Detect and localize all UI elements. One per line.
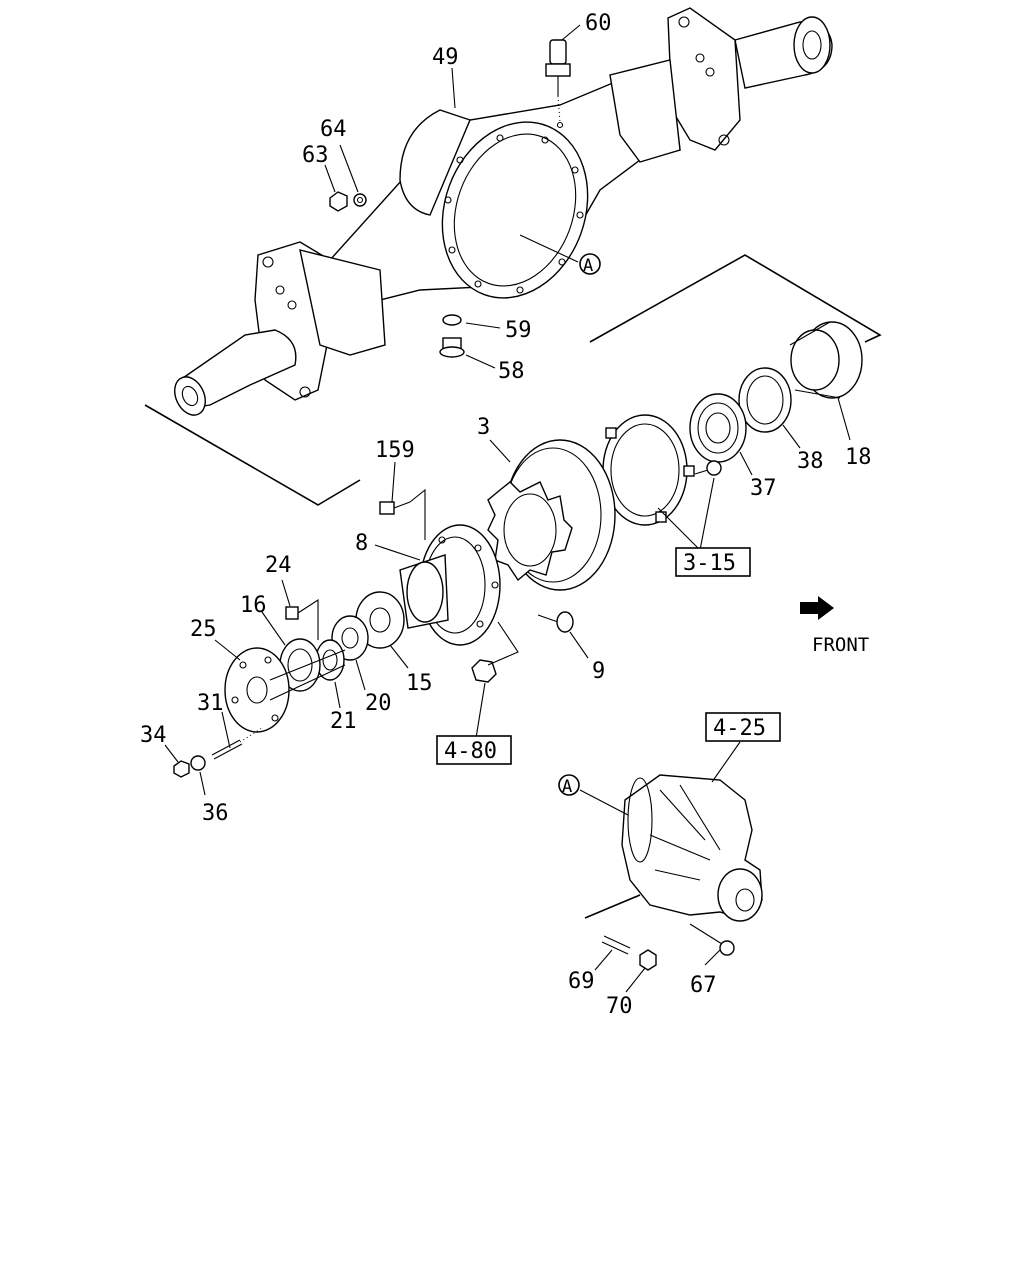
nut-and-washer: [329, 191, 367, 212]
label-67: 67: [690, 973, 717, 998]
bolt-9: [537, 611, 574, 633]
label-16: 16: [240, 593, 267, 618]
brake-backing-ring: [602, 414, 722, 526]
bearing-37: [689, 393, 747, 463]
label-36: 36: [202, 801, 229, 826]
drain-plug: [439, 314, 465, 358]
box-ref-3-15-label: 3-15: [683, 551, 736, 576]
gasket-16: [279, 598, 321, 692]
front-arrow-icon: [800, 596, 834, 620]
label-63: 63: [302, 143, 329, 168]
nut-4-80: [471, 621, 519, 683]
label-25: 25: [190, 617, 217, 642]
label-69: 69: [568, 969, 595, 994]
label-18: 18: [845, 445, 872, 470]
label-60: 60: [585, 11, 612, 36]
seal-38: [738, 367, 792, 433]
label-3: 3: [477, 415, 490, 440]
label-38: 38: [797, 449, 824, 474]
carrier-fasteners: [584, 894, 735, 971]
ref-marker-a-housing: A: [579, 253, 601, 276]
label-24: 24: [265, 553, 292, 578]
label-59: 59: [505, 318, 532, 343]
breather-plug: [545, 39, 571, 123]
callout-labels: 60 49 64 63 59 58 3 159 8 37 38 18 24 16…: [140, 11, 872, 1019]
assembly-bracket-line: [589, 254, 882, 343]
box-ref-4-25-label: 4-25: [713, 716, 766, 741]
leader-lines: [164, 24, 851, 993]
differential-carrier: [621, 774, 763, 922]
label-159: 159: [375, 438, 415, 463]
ref-marker-a-label: A: [562, 777, 572, 797]
label-37: 37: [750, 476, 777, 501]
label-49: 49: [432, 45, 459, 70]
label-8: 8: [355, 531, 368, 556]
label-58: 58: [498, 359, 525, 384]
brake-disc: [487, 439, 616, 591]
wheel-hub: [399, 524, 501, 646]
stud-washer-nut: [173, 727, 263, 778]
box-ref-4-80: 4-80: [436, 735, 512, 765]
label-9: 9: [592, 659, 605, 684]
oil-seal-outer: [789, 321, 863, 399]
axle-housing: [174, 7, 833, 416]
front-label: FRONT: [812, 634, 869, 656]
label-34: 34: [140, 723, 167, 748]
label-20: 20: [365, 691, 392, 716]
axle-shaft-flange: [224, 647, 346, 733]
ref-marker-a-carrier: A: [558, 774, 580, 797]
bolt-159: [379, 488, 426, 540]
box-ref-4-80-label: 4-80: [444, 739, 497, 764]
box-ref-3-15: 3-15: [675, 547, 751, 577]
label-64: 64: [320, 117, 347, 142]
ref-marker-a-label: A: [583, 256, 593, 276]
label-21: 21: [330, 709, 357, 734]
label-70: 70: [606, 994, 633, 1019]
box-ref-4-25: 4-25: [705, 712, 781, 742]
label-15: 15: [406, 671, 433, 696]
assembly-bracket-line: [144, 404, 361, 506]
label-31: 31: [197, 691, 224, 716]
